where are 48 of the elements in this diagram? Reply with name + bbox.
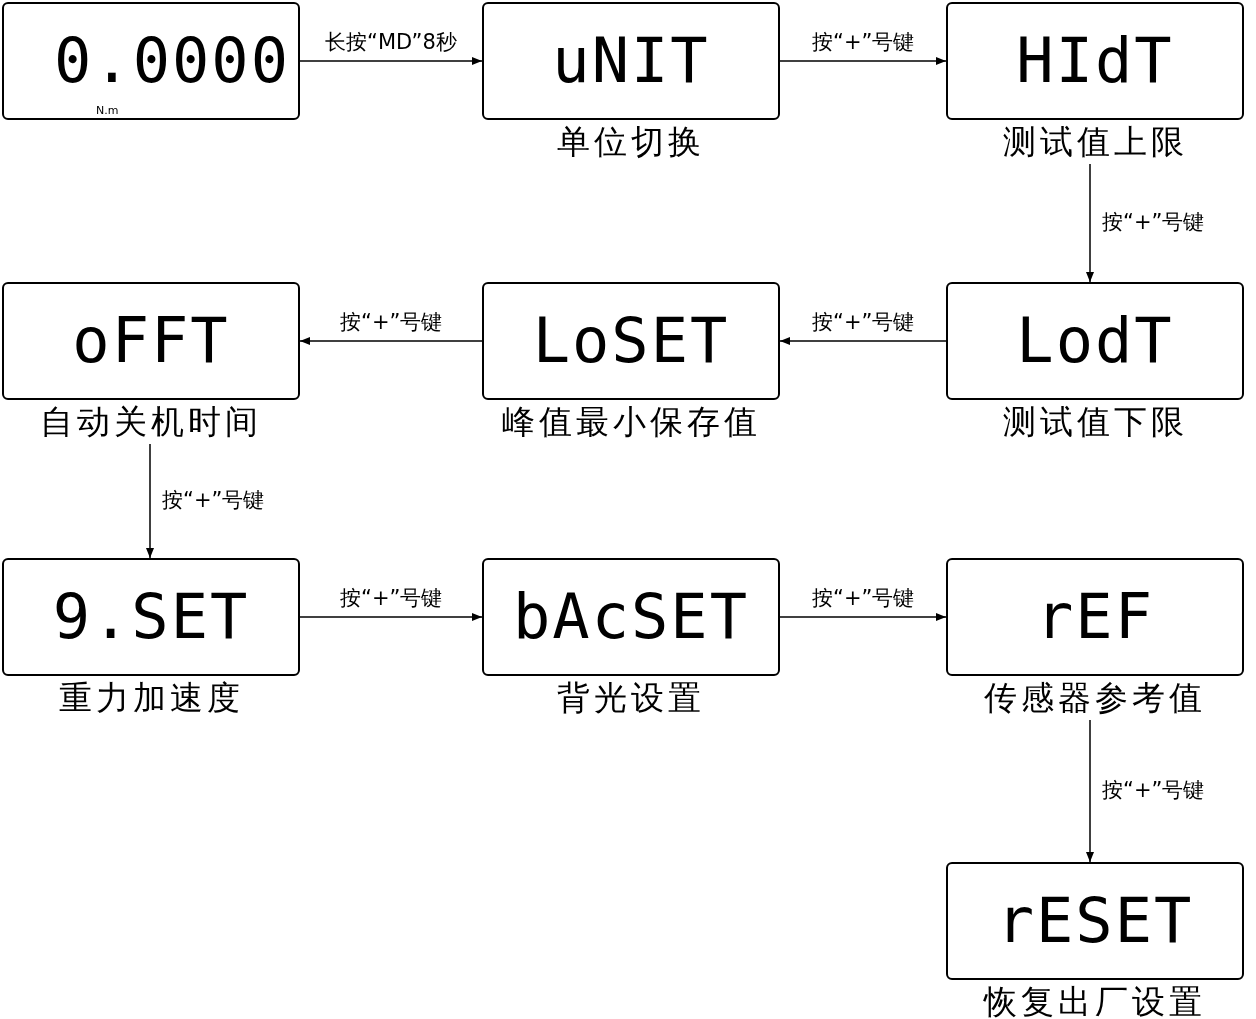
edge-label: 长按“MD”8秒 — [323, 29, 459, 55]
display-reading: 9.SET — [51, 582, 251, 652]
edge-label: 按“+”号键 — [810, 585, 917, 611]
edge-label: 按“+”号键 — [338, 309, 445, 335]
arrow — [299, 337, 483, 345]
edge-label: 按“+”号键 — [338, 585, 445, 611]
edge-label: 按“+”号键 — [1100, 777, 1207, 803]
lcd-display — [2, 282, 300, 400]
lcd-display — [946, 862, 1244, 980]
display-reading: bAcSET — [512, 582, 750, 652]
display-reading: uNIT — [551, 26, 711, 96]
display-reading: LodT — [1015, 306, 1175, 376]
lcd-display — [946, 282, 1244, 400]
node-label: 测试值下限 — [1002, 402, 1188, 442]
node-label: 测试值上限 — [1002, 122, 1188, 162]
display-reading: HIdT — [1015, 26, 1175, 96]
edge-label: 按“+”号键 — [160, 487, 267, 513]
arrow — [1086, 719, 1094, 863]
node-label: 背光设置 — [557, 678, 705, 718]
lcd-display — [482, 282, 780, 400]
display-reading: 0.0000 — [54, 26, 290, 96]
edge-label: 按“+”号键 — [810, 29, 917, 55]
arrow — [146, 443, 154, 559]
display-reading: rESET — [995, 886, 1195, 956]
arrow — [299, 57, 483, 65]
display-reading: rEF — [1035, 582, 1155, 652]
lcd-display — [946, 2, 1244, 120]
lcd-display — [2, 558, 300, 676]
node-label: 峰值最小保存值 — [501, 402, 761, 442]
edge-label: 按“+”号键 — [1100, 209, 1207, 235]
edge-label: 按“+”号键 — [810, 309, 917, 335]
arrow — [779, 57, 947, 65]
lcd-display — [482, 558, 780, 676]
node-label: 单位切换 — [557, 122, 705, 162]
arrow — [779, 337, 947, 345]
lcd-display — [482, 2, 780, 120]
arrow — [779, 613, 947, 621]
node-label: 重力加速度 — [58, 678, 244, 718]
lcd-display — [946, 558, 1244, 676]
node-label: 恢复出厂设置 — [984, 982, 1206, 1019]
display-reading: LoSET — [531, 306, 731, 376]
node-label: 自动关机时间 — [40, 402, 262, 442]
node-label: 传感器参考值 — [984, 678, 1206, 718]
display-reading: oFFT — [71, 306, 231, 376]
arrow — [1086, 163, 1094, 283]
lcd-display — [2, 2, 300, 120]
arrow — [299, 613, 483, 621]
unit-label: N.m — [96, 104, 119, 117]
